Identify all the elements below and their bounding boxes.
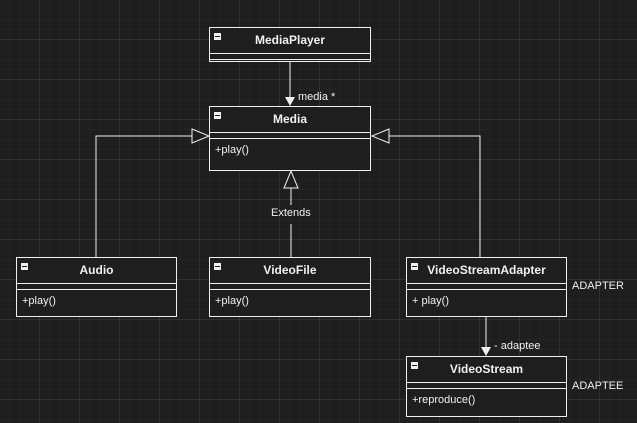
collapse-icon[interactable] (21, 263, 28, 270)
class-videofile-operation: +play() (215, 295, 249, 307)
class-videostreamadapter-attributes (407, 284, 566, 290)
collapse-icon[interactable] (214, 33, 221, 40)
edge-label-adaptee: - adaptee (494, 340, 541, 352)
edge-label-extends: Extends (271, 207, 311, 219)
class-videostream-attributes (407, 383, 566, 389)
class-videostreamadapter-name: VideoStreamAdapter (427, 263, 546, 277)
class-videostream-name: VideoStream (449, 362, 524, 376)
class-videostreamadapter-header[interactable]: VideoStreamAdapter (407, 258, 566, 284)
inheritance-triangle-audio (191, 128, 211, 144)
class-audio-header[interactable]: Audio (17, 258, 176, 284)
class-videostream-operation: +reproduce() (412, 394, 476, 406)
stereotype-adapter: ADAPTER (572, 280, 624, 292)
class-audio[interactable]: Audio +play() (16, 257, 177, 317)
inheritance-triangle-adapter (370, 128, 390, 144)
class-media[interactable]: Media +play() (209, 106, 371, 171)
class-audio-attributes (17, 284, 176, 290)
class-videostreamadapter[interactable]: VideoStreamAdapter + play() (406, 257, 567, 317)
class-videofile-name: VideoFile (263, 263, 317, 277)
class-audio-name: Audio (79, 263, 114, 277)
class-audio-operation: +play() (22, 295, 56, 307)
class-videostreamadapter-operation: + play() (412, 295, 449, 307)
collapse-icon[interactable] (214, 112, 221, 119)
inheritance-adapter-media (389, 135, 481, 257)
collapse-icon[interactable] (411, 362, 418, 369)
class-mediaplayer-name: MediaPlayer (254, 33, 326, 47)
class-mediaplayer-header[interactable]: MediaPlayer (210, 28, 370, 54)
class-videostream-header[interactable]: VideoStream (407, 357, 566, 383)
class-videofile-header[interactable]: VideoFile (210, 258, 370, 284)
class-media-operation: +play() (215, 144, 249, 156)
class-mediaplayer-attributes (210, 54, 370, 60)
class-media-name: Media (272, 112, 307, 126)
class-mediaplayer[interactable]: MediaPlayer (209, 27, 371, 62)
collapse-icon[interactable] (411, 263, 418, 270)
inheritance-triangle-videofile (283, 169, 299, 189)
class-media-attributes (210, 133, 370, 139)
class-videofile[interactable]: VideoFile +play() (209, 257, 371, 317)
stereotype-adaptee: ADAPTEE (572, 380, 624, 392)
arrowhead-player-media (285, 97, 295, 106)
class-media-header[interactable]: Media (210, 107, 370, 133)
inheritance-audio-media (95, 135, 192, 257)
edge-label-media-multiplicity: media * (298, 91, 336, 103)
class-videofile-attributes (210, 284, 370, 290)
arrowhead-adaptee (481, 347, 491, 356)
class-videostream[interactable]: VideoStream +reproduce() (406, 356, 567, 417)
collapse-icon[interactable] (214, 263, 221, 270)
